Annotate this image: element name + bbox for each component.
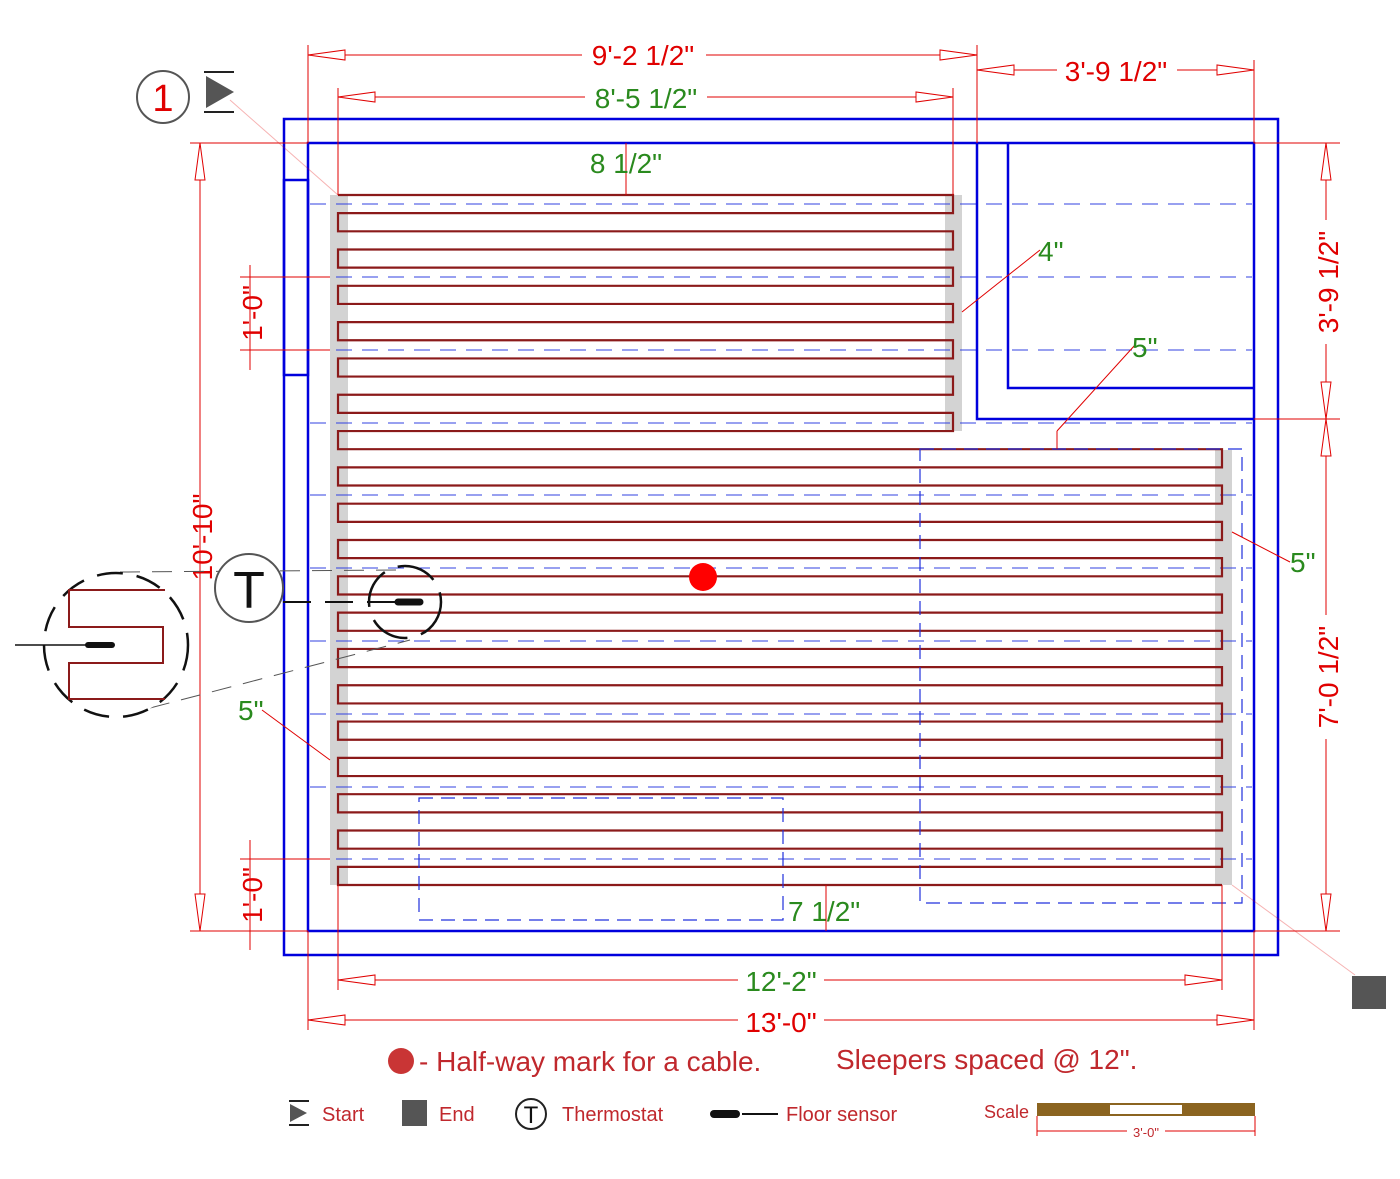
dim-top-cable: 8'-5 1/2": [595, 83, 697, 114]
dim-bottom-cable: 12'-2": [745, 966, 816, 997]
dim-right-bottom: 7'-0 1/2": [1313, 626, 1344, 728]
legend-thermostat-icon: [515, 1098, 547, 1130]
dashed-areas: [418, 448, 1243, 921]
legend-start: Start: [322, 1104, 365, 1126]
dim-closet-offset: 5": [1132, 332, 1158, 363]
dim-right-top: 3'-9 1/2": [1313, 231, 1344, 333]
joist-lines: [310, 203, 1252, 860]
legend-end-icon: [402, 1100, 427, 1126]
dim-top-offset: 8 1/2": [590, 148, 662, 179]
scale-length: 3'-0": [1133, 1125, 1159, 1140]
halfway-mark: [689, 563, 717, 591]
legend-floor-sensor: Floor sensor: [786, 1104, 897, 1126]
legend-thermostat: Thermostat: [562, 1104, 664, 1126]
thermostat-icon: [214, 553, 284, 623]
dim-left-top-spacing: 1'-0": [237, 285, 268, 341]
thermostat-letter: T: [233, 562, 265, 620]
dim-top-closet: 3'-9 1/2": [1065, 56, 1167, 87]
halfway-legend-dot: [388, 1048, 414, 1074]
cable-path: [336, 193, 1224, 887]
legend-thermostat-letter: T: [524, 1102, 539, 1129]
legend-start-icon: [290, 1104, 307, 1122]
legend-end: End: [439, 1104, 475, 1126]
dim-closet-gap: 4": [1038, 236, 1064, 267]
note-halfway: - Half-way mark for a cable.: [419, 1046, 761, 1077]
dimension-lines: [190, 45, 1356, 1030]
dim-right-offset: 5": [1290, 547, 1316, 578]
legend: Start End T Thermostat Floor sensor Scal…: [289, 1098, 1256, 1140]
thermostat-detail: T: [15, 553, 443, 719]
legend-scale: Scale: [984, 1102, 1029, 1122]
dim-bottom-overall: 13'-0": [745, 1007, 816, 1038]
scale-bar: 3'-0": [1036, 1103, 1256, 1140]
dim-left-height: 10'-10": [187, 494, 218, 581]
heating-cable: [336, 193, 1224, 887]
start-icon: [206, 76, 234, 108]
dim-left-bottom-spacing: 1'-0": [237, 867, 268, 923]
note-sleepers: Sleepers spaced @ 12".: [836, 1044, 1137, 1075]
dim-left-offset: 5": [238, 695, 264, 726]
start-number: 1: [152, 78, 173, 120]
dim-bottom-offset: 7 1/2": [788, 896, 860, 927]
dim-top-overall: 9'-2 1/2": [592, 40, 694, 71]
start-marker: 1: [136, 70, 234, 124]
end-icon: [1352, 976, 1386, 1009]
